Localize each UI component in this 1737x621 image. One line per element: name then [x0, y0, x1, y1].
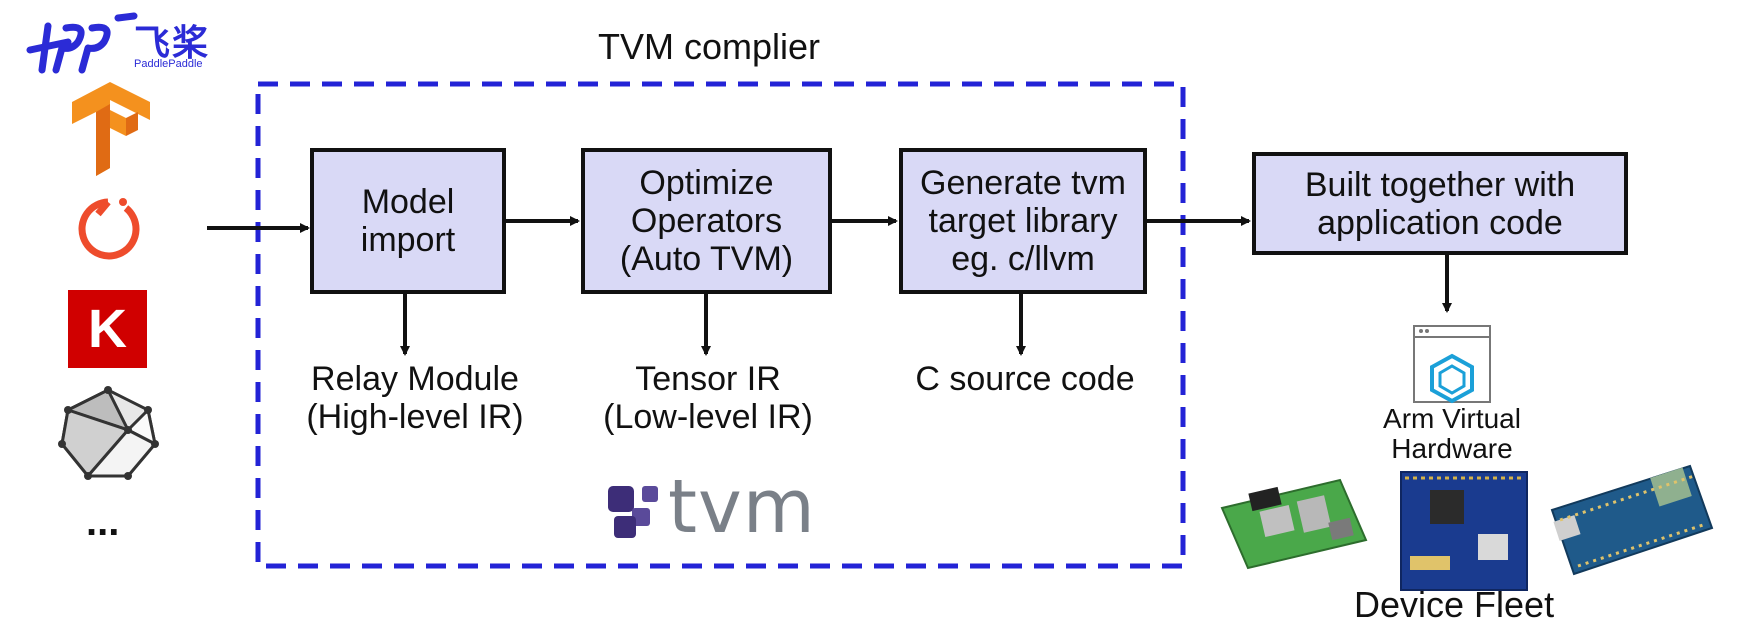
optimize-operators-label: Optimize Operators (Auto TVM) — [619, 164, 794, 278]
relay-module-label: Relay Module (High-level IR) — [306, 360, 524, 436]
tvm-logo: tvm — [606, 464, 816, 550]
tvm-compiler-title: TVM complier — [598, 26, 821, 67]
build-with-app-label: Built together with application code — [1304, 165, 1576, 242]
tvm-mark-icon — [608, 486, 658, 538]
keras-letter: K — [88, 299, 127, 359]
tvm-wordmark: tvm — [668, 464, 816, 550]
device-fleet-label: Device Fleet — [1354, 584, 1555, 621]
paddle-english-name: PaddlePaddle — [134, 58, 203, 70]
paddle-chinese-name: 飞桨 — [134, 22, 211, 63]
generate-library-label: Generate tvm target library eg. c/llvm — [920, 164, 1126, 278]
model-import-box: Model import — [310, 148, 506, 294]
optimize-operators-box: Optimize Operators (Auto TVM) — [581, 148, 832, 294]
c-source-code-label: C source code — [915, 360, 1135, 398]
tvm-compiler-frame — [255, 81, 1186, 569]
more-frameworks-ellipsis: ... — [86, 500, 120, 544]
paddlepaddle-logo: 飞桨 PaddlePaddle — [22, 8, 212, 74]
model-import-label: Model import — [360, 183, 456, 259]
paddle-icon — [26, 12, 138, 74]
build-with-app-box: Built together with application code — [1252, 152, 1628, 255]
keras-logo: K — [68, 290, 147, 368]
generate-library-box: Generate tvm target library eg. c/llvm — [899, 148, 1147, 294]
arm-virtual-hardware-label: Arm Virtual Hardware — [1383, 403, 1521, 464]
tensor-ir-label: Tensor IR (Low-level IR) — [603, 360, 813, 436]
